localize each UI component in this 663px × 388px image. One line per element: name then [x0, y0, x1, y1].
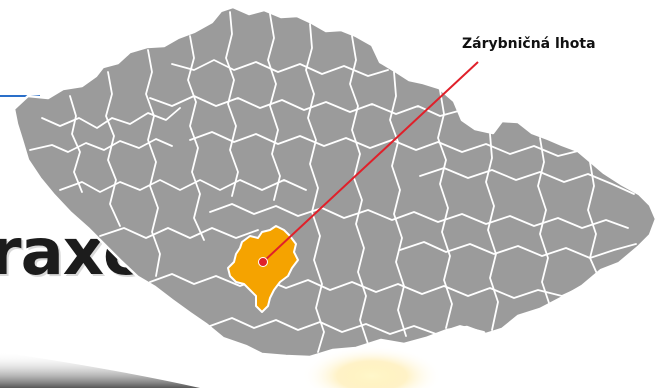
district-borders: [29, 11, 637, 353]
callout-label: Zárybničná lhota: [462, 36, 596, 52]
highlighted-district[interactable]: [227, 225, 299, 313]
callout-line: [262, 61, 479, 263]
background-accent-line: [0, 95, 40, 97]
location-marker: [258, 257, 268, 267]
country-outline: [12, 5, 658, 359]
